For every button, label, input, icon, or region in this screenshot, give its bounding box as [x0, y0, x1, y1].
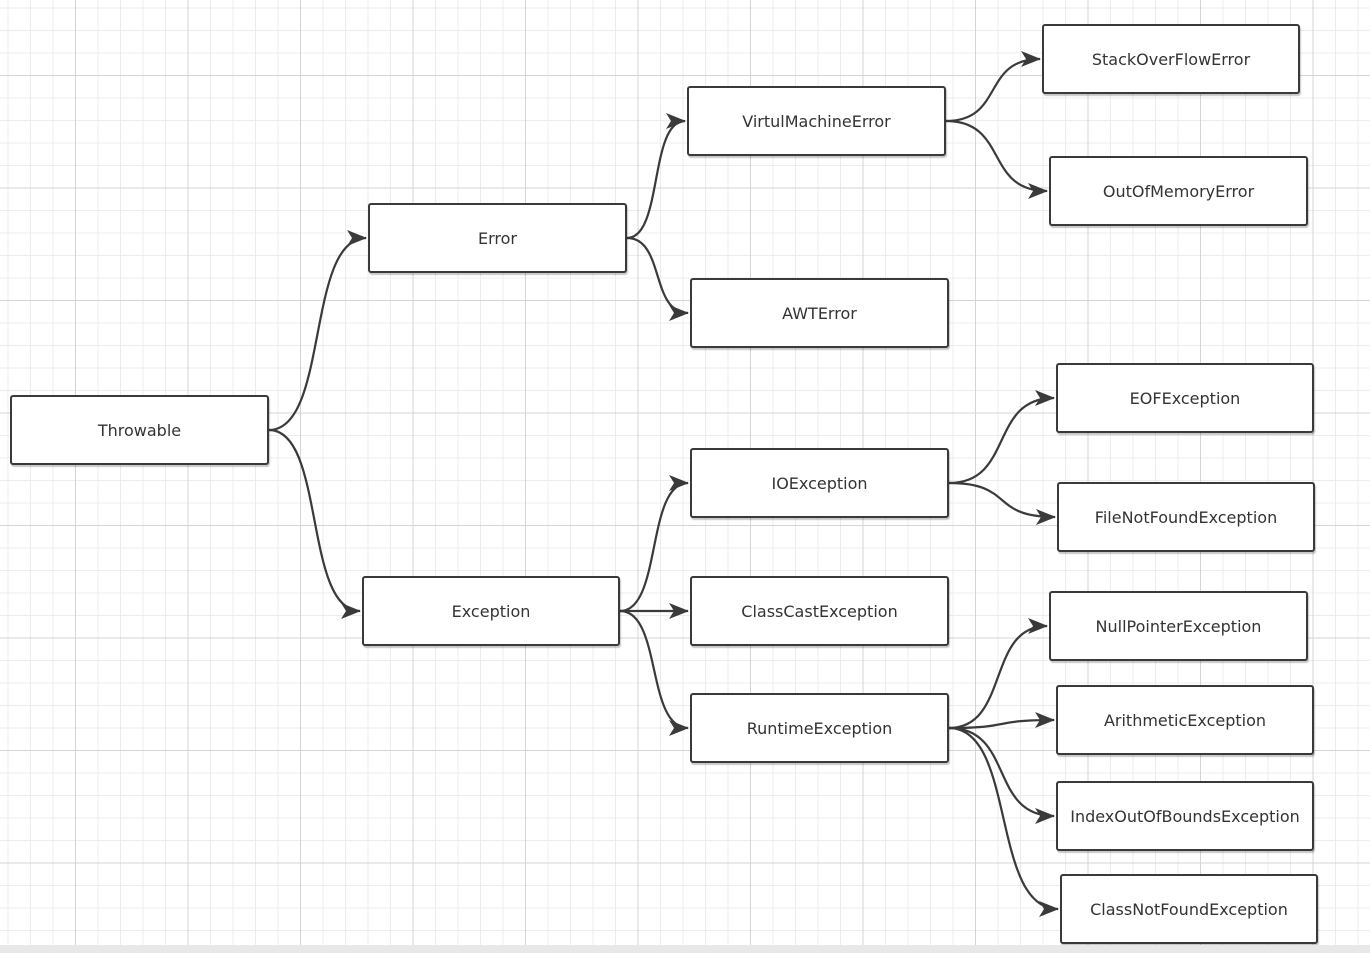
node-label: StackOverFlowError	[1091, 49, 1251, 69]
edge-error-to-virtual-machine-error	[626, 113, 686, 240]
node-arithmetic-exception[interactable]: ArithmeticException	[1056, 685, 1314, 755]
edge-exception-to-runtime-exception	[619, 609, 689, 736]
edge-runtime-exception-to-arithmetic-exception	[948, 712, 1055, 730]
node-label: Exception	[451, 601, 531, 621]
node-virtual-machine-error[interactable]: VirtulMachineError	[687, 86, 946, 156]
node-error[interactable]: Error	[368, 203, 627, 273]
node-label: ClassNotFoundException	[1090, 899, 1288, 919]
edge-runtime-exception-to-null-pointer-exception	[948, 618, 1048, 730]
node-runtime-exception[interactable]: RuntimeException	[690, 693, 949, 763]
node-throwable[interactable]: Throwable	[10, 395, 269, 465]
node-label: RuntimeException	[746, 718, 893, 738]
node-label: IndexOutOfBoundsException	[1070, 806, 1300, 826]
node-io-exception[interactable]: IOException	[690, 448, 949, 518]
node-exception[interactable]: Exception	[362, 576, 620, 646]
node-label: FileNotFoundException	[1094, 507, 1278, 527]
node-file-not-found-exception[interactable]: FileNotFoundException	[1057, 482, 1315, 552]
node-label: Throwable	[97, 420, 182, 440]
edge-exception-to-io-exception	[619, 475, 689, 613]
node-label: ClassCastException	[741, 601, 898, 621]
edge-virtual-machine-error-to-stack-over-flow-error	[945, 51, 1041, 123]
node-label: IOException	[771, 473, 868, 493]
edge-io-exception-to-eof-exception	[948, 390, 1055, 485]
node-awt-error[interactable]: AWTError	[690, 278, 949, 348]
edge-runtime-exception-to-index-out-of-bounds-exception	[948, 726, 1055, 824]
edge-error-to-awt-error	[626, 236, 689, 321]
node-label: ArithmeticException	[1103, 710, 1267, 730]
edge-io-exception-to-file-not-found-exception	[948, 481, 1056, 525]
edge-throwable-to-exception	[268, 428, 361, 619]
node-label: VirtulMachineError	[742, 111, 891, 131]
node-eof-exception[interactable]: EOFException	[1056, 363, 1314, 433]
node-label: EOFException	[1129, 388, 1241, 408]
node-label: NullPointerException	[1095, 616, 1262, 636]
node-class-not-found-exception[interactable]: ClassNotFoundException	[1060, 874, 1318, 944]
edge-throwable-to-error	[268, 230, 367, 432]
edge-virtual-machine-error-to-out-of-memory-error	[945, 119, 1048, 199]
node-index-out-of-bounds-exception[interactable]: IndexOutOfBoundsException	[1056, 781, 1314, 851]
node-out-of-memory-error[interactable]: OutOfMemoryError	[1049, 156, 1308, 226]
node-class-cast-exception[interactable]: ClassCastException	[690, 576, 949, 646]
node-label: AWTError	[782, 303, 857, 323]
node-label: OutOfMemoryError	[1102, 181, 1255, 201]
canvas-scroll-edge	[0, 945, 1370, 953]
node-label: Error	[478, 228, 517, 248]
node-null-pointer-exception[interactable]: NullPointerException	[1049, 591, 1308, 661]
edge-runtime-exception-to-class-not-found-exception	[948, 726, 1059, 917]
node-stack-over-flow-error[interactable]: StackOverFlowError	[1042, 24, 1300, 94]
